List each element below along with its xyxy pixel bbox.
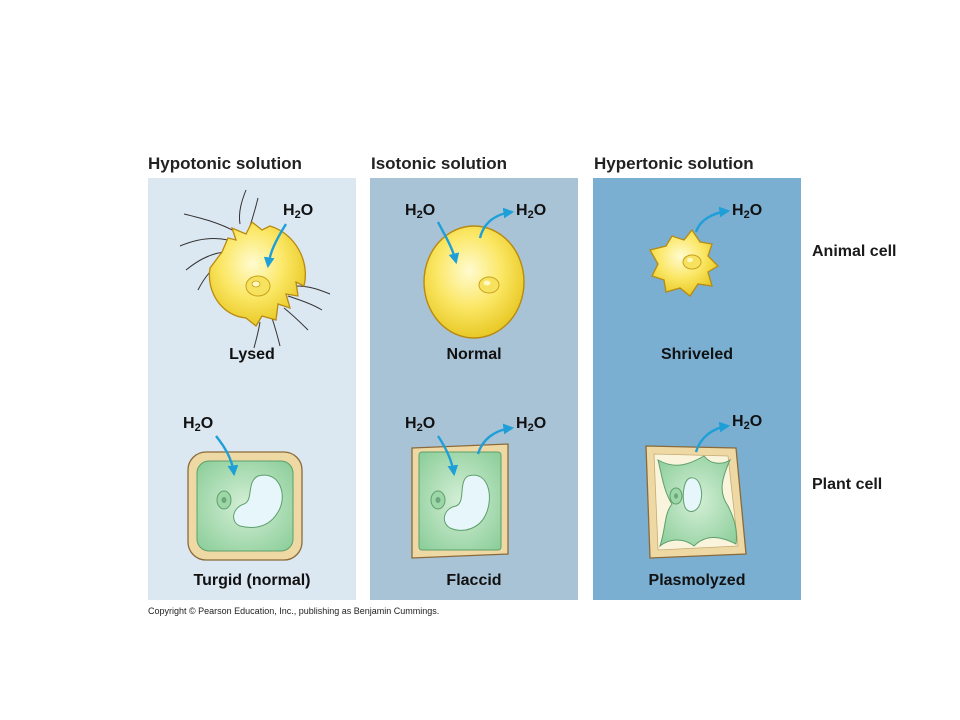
copyright-notice: Copyright © Pearson Education, Inc., pub… <box>148 606 440 616</box>
lysed-animal-cell <box>179 189 331 349</box>
label-shriveled: Shriveled <box>660 346 734 363</box>
h2o-label: H2O <box>405 202 436 221</box>
h2o-label: H2O <box>405 415 436 434</box>
turgid-plant-cell <box>187 451 303 561</box>
label-turgid: Turgid (normal) <box>193 572 311 589</box>
water-out-arrow-plasmolyzed <box>694 421 731 453</box>
shriveled-animal-cell <box>649 228 720 297</box>
plasmolyzed-plant-cell <box>645 445 747 559</box>
h2o-label: H2O <box>732 202 763 221</box>
column-title-hypertonic: Hypertonic solution <box>594 154 754 173</box>
h2o-label: H2O <box>283 202 314 221</box>
row-label-animal-cell: Animal cell <box>812 243 897 260</box>
normal-animal-cell <box>423 225 525 339</box>
water-out-arrow-shriveled <box>694 206 731 233</box>
label-normal: Normal <box>446 346 502 363</box>
water-in-arrow-lysed <box>263 223 288 269</box>
h2o-label: H2O <box>732 413 763 432</box>
column-title-hypotonic: Hypotonic solution <box>148 154 302 173</box>
h2o-label: H2O <box>516 202 547 221</box>
h2o-label: H2O <box>516 415 547 434</box>
label-plasmolyzed: Plasmolyzed <box>648 572 746 589</box>
flaccid-plant-cell <box>411 443 509 559</box>
water-out-arrow-normal <box>478 207 515 239</box>
water-in-arrow-turgid <box>215 435 239 477</box>
water-in-arrow-flaccid <box>437 435 459 477</box>
label-flaccid: Flaccid <box>446 572 502 589</box>
water-in-arrow-normal <box>436 221 460 265</box>
label-lysed: Lysed <box>229 346 275 363</box>
column-title-isotonic: Isotonic solution <box>371 154 507 173</box>
water-out-arrow-flaccid <box>476 423 515 455</box>
row-label-plant-cell: Plant cell <box>812 476 883 493</box>
h2o-label: H2O <box>183 415 214 434</box>
